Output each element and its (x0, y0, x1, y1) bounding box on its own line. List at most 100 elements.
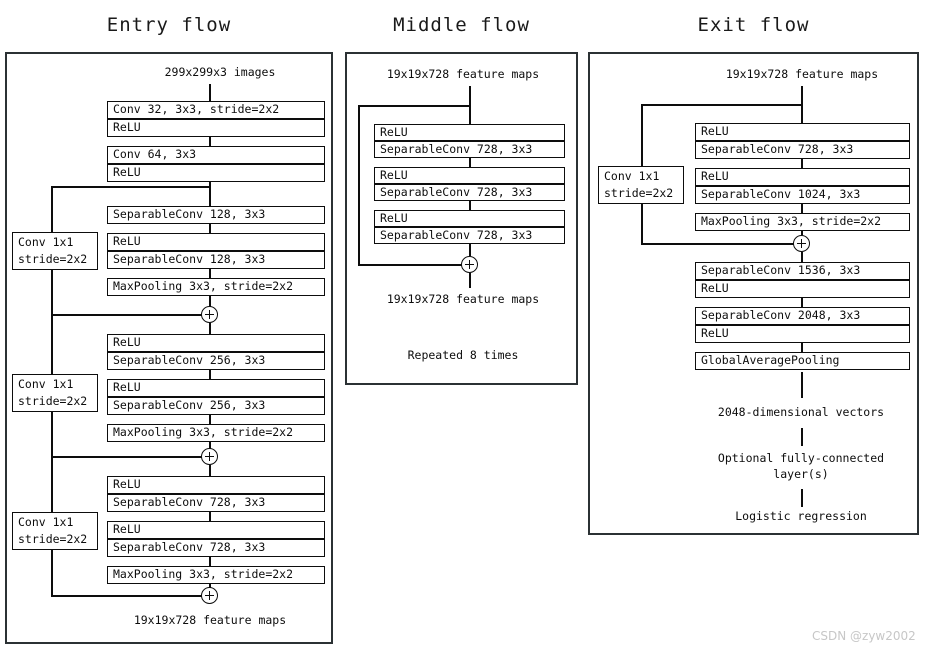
entry-box-relu-2: ReLU (107, 164, 325, 182)
middle-box-sepconv-2: SeparableConv 728, 3x3 (374, 184, 565, 201)
exit-connector-4 (801, 252, 803, 262)
exit-connector-2 (801, 204, 803, 213)
middle-box-relu-1: ReLU (374, 124, 565, 141)
entry-box-relu-7: ReLU (107, 521, 325, 539)
entry-output-label: 19x19x728 feature maps (133, 613, 287, 627)
entry-skip-tap-1 (51, 186, 210, 188)
exit-tail-label-fc: Optional fully-connected layer(s) (717, 451, 885, 481)
entry-connector-11 (209, 512, 211, 521)
middle-input-label: 19x19x728 feature maps (386, 67, 540, 81)
exit-input-label: 19x19x728 feature maps (725, 67, 879, 81)
entry-box-sepconv128-a: SeparableConv 128, 3x3 (107, 206, 325, 224)
middle-skip-tap (358, 105, 471, 107)
exit-box-relu-1: ReLU (695, 123, 910, 141)
entry-box-sepconv728-b: SeparableConv 728, 3x3 (107, 539, 325, 557)
entry-skip-box-1-line2: stride=2x2 (18, 252, 88, 266)
entry-connector-4 (209, 269, 211, 278)
entry-skip-join-1 (51, 314, 203, 316)
exit-box-relu-4: ReLU (695, 325, 910, 343)
entry-box-conv64: Conv 64, 3x3 (107, 146, 325, 164)
entry-flow-title: Entry flow (106, 14, 232, 36)
entry-connector-5 (209, 296, 211, 307)
entry-skip-box-2-line2: stride=2x2 (18, 394, 88, 408)
entry-box-sepconv128-b: SeparableConv 128, 3x3 (107, 251, 325, 269)
entry-connector-7 (209, 370, 211, 379)
exit-connector-5 (801, 298, 803, 307)
middle-connector-1 (469, 158, 471, 167)
exit-box-relu-3: ReLU (695, 280, 910, 298)
middle-connector-2 (469, 201, 471, 210)
entry-box-sepconv256-a: SeparableConv 256, 3x3 (107, 352, 325, 370)
watermark: CSDN @zyw2002 (812, 629, 916, 643)
middle-box-relu-3: ReLU (374, 210, 565, 227)
entry-connector-12 (209, 557, 211, 566)
entry-box-relu-4: ReLU (107, 334, 325, 352)
exit-flow-title: Exit flow (697, 14, 810, 36)
entry-box-conv32: Conv 32, 3x3, stride=2x2 (107, 101, 325, 119)
entry-skip-box-3-line1: Conv 1x1 (18, 515, 74, 530)
exit-box-sepconv2048: SeparableConv 2048, 3x3 (695, 307, 910, 325)
exit-box-sepconv1024: SeparableConv 1024, 3x3 (695, 186, 910, 204)
exit-connector-8 (801, 428, 803, 446)
exit-connector-3 (801, 231, 803, 235)
middle-box-relu-2: ReLU (374, 167, 565, 184)
middle-connector-out (469, 273, 471, 288)
entry-connector-9 (209, 442, 211, 453)
entry-input-label: 299x299x3 images (164, 65, 276, 79)
exit-connector-9 (801, 489, 803, 507)
entry-connector-2 (209, 182, 211, 206)
exit-skip-box-1: Conv 1x1 stride=2x2 (598, 166, 684, 204)
exit-box-maxpool: MaxPooling 3x3, stride=2x2 (695, 213, 910, 231)
entry-box-sepconv728-a: SeparableConv 728, 3x3 (107, 494, 325, 512)
entry-box-maxpool-1: MaxPooling 3x3, stride=2x2 (107, 278, 325, 296)
entry-box-relu-3: ReLU (107, 233, 325, 251)
entry-skip-box-3-line2: stride=2x2 (18, 532, 88, 546)
entry-connector-1 (209, 137, 211, 146)
middle-box-sepconv-1: SeparableConv 728, 3x3 (374, 141, 565, 158)
entry-connector-in (209, 84, 211, 102)
entry-connector-10 (209, 465, 211, 476)
exit-connector-in (801, 86, 803, 139)
middle-box-sepconv-3: SeparableConv 728, 3x3 (374, 227, 565, 244)
entry-skip-box-2: Conv 1x1 stride=2x2 (12, 374, 98, 412)
exit-tail-label-logistic: Logistic regression (735, 509, 867, 523)
entry-connector-8 (209, 415, 211, 424)
exit-box-sepconv728: SeparableConv 728, 3x3 (695, 141, 910, 159)
middle-skip-line (358, 105, 360, 265)
entry-box-maxpool-2: MaxPooling 3x3, stride=2x2 (107, 424, 325, 442)
entry-box-sepconv256-b: SeparableConv 256, 3x3 (107, 397, 325, 415)
exit-box-sepconv1536: SeparableConv 1536, 3x3 (695, 262, 910, 280)
middle-adder-1 (461, 256, 478, 273)
middle-skip-join (358, 264, 463, 266)
entry-box-relu-1: ReLU (107, 119, 325, 137)
entry-box-maxpool-3: MaxPooling 3x3, stride=2x2 (107, 566, 325, 584)
exit-skip-box-1-line2: stride=2x2 (604, 186, 674, 200)
middle-output-label: 19x19x728 feature maps (386, 292, 540, 306)
exit-skip-box-1-line1: Conv 1x1 (604, 169, 660, 184)
exit-connector-1 (801, 159, 803, 168)
entry-box-relu-5: ReLU (107, 379, 325, 397)
exit-box-relu-2: ReLU (695, 168, 910, 186)
middle-flow-title: Middle flow (393, 14, 530, 36)
entry-skip-box-2-line1: Conv 1x1 (18, 377, 74, 392)
exit-connector-7 (801, 372, 803, 398)
exit-skip-tap (641, 104, 802, 106)
exit-connector-6 (801, 343, 803, 352)
exit-tail-label-vectors: 2048-dimensional vectors (717, 405, 885, 419)
entry-adder-3 (201, 587, 218, 604)
exit-skip-join (641, 243, 795, 245)
entry-skip-join-3 (51, 595, 203, 597)
entry-skip-join-2 (51, 456, 203, 458)
entry-connector-3 (209, 224, 211, 233)
entry-connector-6 (209, 323, 211, 334)
middle-connector-3 (469, 244, 471, 256)
entry-adder-2 (201, 448, 218, 465)
exit-box-globalavgpool: GlobalAveragePooling (695, 352, 910, 370)
entry-skip-box-1-line1: Conv 1x1 (18, 235, 74, 250)
entry-box-relu-6: ReLU (107, 476, 325, 494)
middle-repeat-label: Repeated 8 times (407, 348, 519, 362)
entry-skip-box-1: Conv 1x1 stride=2x2 (12, 232, 98, 270)
exit-adder-1 (793, 235, 810, 252)
entry-adder-1 (201, 306, 218, 323)
